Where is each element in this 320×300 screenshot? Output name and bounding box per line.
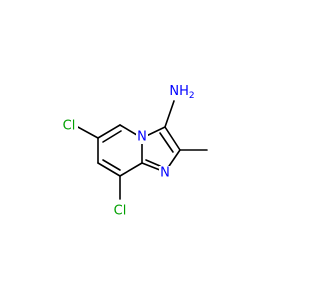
atom-labels: NH2 N N Cl Cl (60, 83, 197, 219)
bond-c3-nh2 (164, 100, 175, 128)
amine-label: NH2 (169, 84, 194, 101)
amine-label-mask (165, 83, 197, 99)
n-imine-mask (159, 166, 171, 180)
chloro-8-label: Cl (114, 204, 127, 219)
bond-c5-c6 (97, 124, 121, 139)
bond-c8-c8a (119, 162, 143, 177)
bonds (75, 100, 208, 200)
n-bridge-label: N (137, 130, 147, 145)
amine-h-count: 2 (189, 91, 195, 101)
chloro-6-label: Cl (63, 119, 76, 134)
bond-c7-c8-double (102, 159, 121, 171)
cl8-mask (111, 203, 129, 218)
amine-nh-text: NH (169, 84, 189, 99)
bond-c3-c2-double (159, 132, 174, 153)
bond-c5-c6-double (102, 130, 122, 143)
bond-c3-c2 (164, 126, 181, 151)
bond-c6-cl (75, 125, 99, 139)
n-imine-label: N (160, 166, 170, 181)
molecule-structure: NH2 N N Cl Cl (60, 83, 208, 219)
bond-c7-c8 (97, 162, 121, 177)
cl6-mask (60, 118, 78, 133)
bond-n1-c8a-double (145, 159, 161, 167)
n-bridge-mask (136, 130, 148, 144)
